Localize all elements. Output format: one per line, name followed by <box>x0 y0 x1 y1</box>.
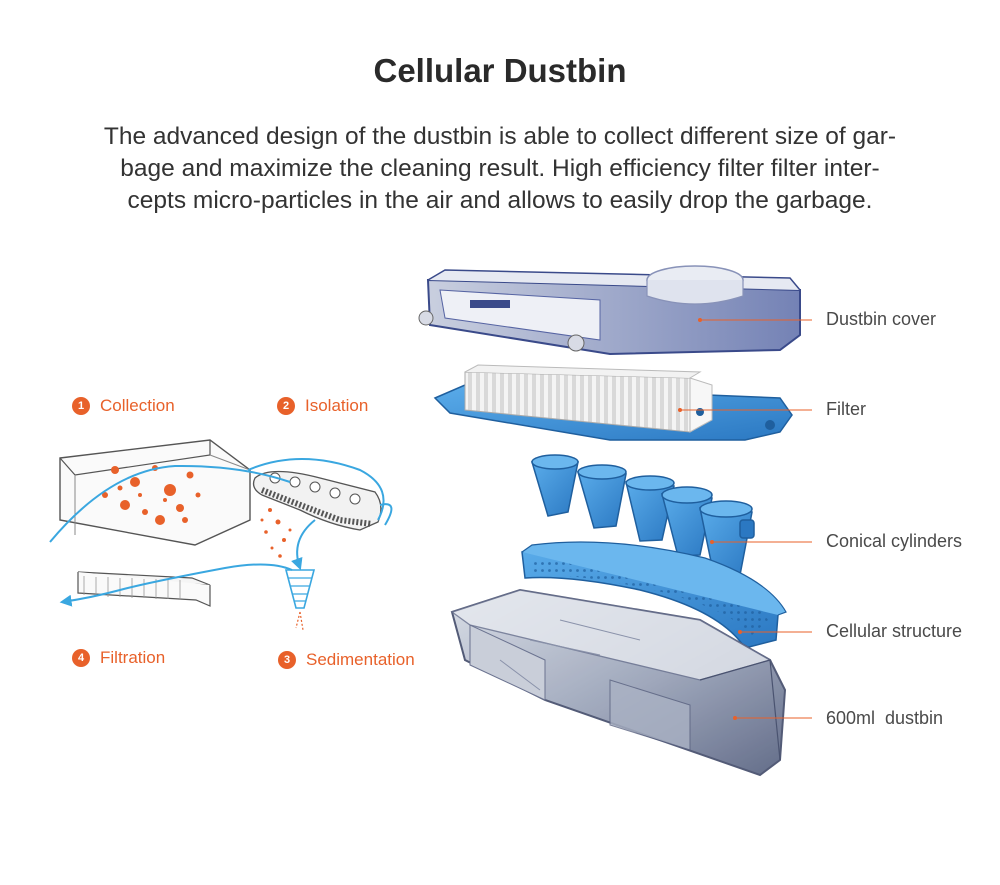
collection-module <box>59 439 251 546</box>
intro-paragraph: The advanced design of the dustbin is ab… <box>60 121 940 217</box>
filtration-module <box>77 571 211 607</box>
step-label: Sedimentation <box>306 650 415 669</box>
callout-lines <box>680 319 812 719</box>
conical-cylinders <box>530 454 755 577</box>
page-title: Cellular Dustbin <box>373 52 627 89</box>
airflow-arrows <box>49 458 393 607</box>
cellular-structure <box>521 541 787 649</box>
step-isolation: 2 Isolation <box>277 396 368 416</box>
label-600ml-dustbin: 600ml dustbin <box>826 708 944 728</box>
sedimentation-cone <box>284 569 316 631</box>
label-conical-cylinders: Conical cylinders <box>826 531 963 551</box>
label-dustbin-cover: Dustbin cover <box>826 309 937 329</box>
dustbin-cover <box>418 265 801 356</box>
label-cellular-structure: Cellular structure <box>826 621 963 641</box>
step-number: 2 <box>277 397 295 415</box>
step-label: Filtration <box>100 648 166 667</box>
intro-line: bage and maximize the cleaning result. H… <box>120 155 880 182</box>
step-number: 3 <box>278 651 296 669</box>
step-filtration: 4 Filtration <box>72 648 165 668</box>
intro-line: The advanced design of the dustbin is ab… <box>103 123 897 150</box>
filter-frame <box>433 364 793 441</box>
intro-line: cepts micro-particles in the air and all… <box>127 187 873 214</box>
step-sedimentation: 3 Sedimentation <box>278 650 415 670</box>
step-collection: 1 Collection <box>72 396 175 416</box>
step-number: 1 <box>72 397 90 415</box>
step-label: Collection <box>100 396 175 415</box>
label-filter: Filter <box>826 399 866 419</box>
step-label: Isolation <box>305 396 369 415</box>
isolation-module <box>252 470 382 558</box>
transparent-dustbin <box>450 588 787 777</box>
step-number: 4 <box>72 649 90 667</box>
callout-dots <box>678 318 742 720</box>
